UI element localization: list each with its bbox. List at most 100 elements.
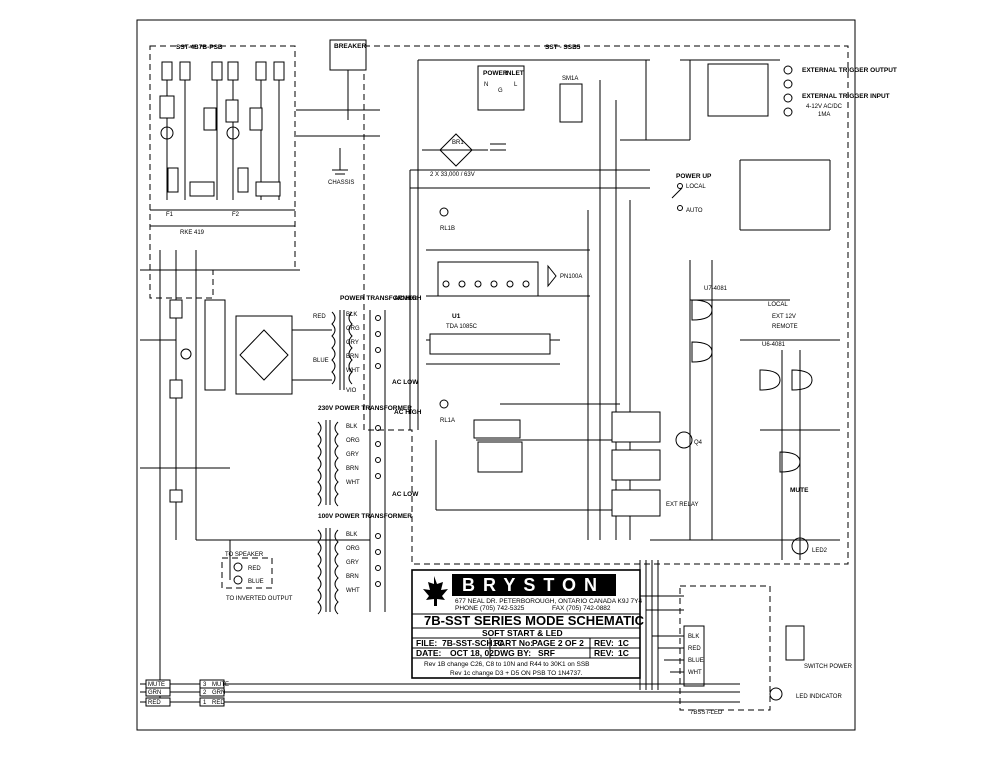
ac-high-label: AC HIGH xyxy=(394,295,422,302)
bottom-connectors: MUTE GRN RED MUTE GRN RED 3 2 1 xyxy=(140,679,740,707)
auto-label: AUTO xyxy=(686,208,703,214)
ssb-board-outline: SST - SSB5 xyxy=(363,44,849,565)
power-up-label: POWER UP xyxy=(676,173,712,180)
speaker-terminals: RED BLUE TO SPEAKER TO INVERTED OUTPUT xyxy=(221,552,293,602)
tap-gry-2: GRY xyxy=(346,452,359,458)
date-label: DATE: xyxy=(416,648,442,658)
power-inlet: POWER INLET N G L SM1A xyxy=(477,65,583,123)
dwg-label: DWG BY: xyxy=(494,648,531,658)
relay-rl1: RL1B RL1A PN100A xyxy=(439,207,582,439)
psb-board-label: SST-4B7B-PSB xyxy=(176,44,223,51)
u1-part: TDA 1085C xyxy=(446,324,478,330)
tap-vio-1: VIO xyxy=(346,388,357,394)
part-value: PAGE 2 OF 2 xyxy=(532,638,584,648)
caps-main-label: 2 X 33,000 / 63V xyxy=(430,172,475,178)
j-red-left: RED xyxy=(148,700,161,706)
j4-pin2: RED xyxy=(688,646,701,652)
j-red-right: RED xyxy=(212,700,225,706)
tap-switch-contacts xyxy=(369,310,386,612)
tx1-blue-label: BLUE xyxy=(313,358,329,364)
title-block: BRYSTON 677 NEAL DR. PETERBOROUGH, ONTAR… xyxy=(411,569,645,679)
date-value: OCT 18, 02 xyxy=(450,648,494,658)
j-mute-right: MUTE xyxy=(212,682,229,688)
inlet-g: G xyxy=(498,88,503,94)
tap-brn-2: BRN xyxy=(346,466,359,472)
rl1a-label: RL1A xyxy=(440,418,455,424)
power-label: POWER xyxy=(483,70,508,77)
dwg-value: SRF xyxy=(538,648,555,658)
rev-value-2: 1C xyxy=(618,648,629,658)
power-up-switch: POWER UP LOCAL AUTO LOCAL EXT 12V REMOTE xyxy=(671,173,798,330)
tap-org-2: ORG xyxy=(346,438,360,444)
drawing-subtitle: SOFT START & LED xyxy=(482,628,563,638)
company-logo-text: BRYSTON xyxy=(462,575,605,595)
to-inverted-output-label: TO INVERTED OUTPUT xyxy=(226,596,293,602)
tap-blk-3: BLK xyxy=(346,532,357,538)
fuse-f2-label: F2 xyxy=(232,212,240,218)
power-transformer-main: POWER TRANSFORMER AC HIGH AC LOW RED BLU… xyxy=(313,295,422,390)
led2-label: LED2 xyxy=(812,548,828,554)
local-label-2: LOCAL xyxy=(768,302,788,308)
company-fax: FAX (705) 742-0882 xyxy=(552,605,611,612)
main-bridge-br1: BR1 2 X 33,000 / 63V xyxy=(422,133,506,178)
power-transformer-label: POWER TRANSFORMER xyxy=(340,295,417,302)
tap-wht-3: WHT xyxy=(346,588,360,594)
drawing-title: 7B-SST SERIES MODE SCHEMATIC xyxy=(424,613,645,628)
psb-regulators: RKE 419 F1 F2 xyxy=(150,61,295,236)
j-grn-left: GRN xyxy=(148,690,161,696)
bridge-rectifier xyxy=(235,315,332,395)
rke-label: RKE 419 xyxy=(180,230,205,236)
inlet-n: N xyxy=(484,82,488,88)
inlet-l: L xyxy=(514,82,518,88)
ssb-board-label: SST - SSB5 xyxy=(545,44,581,51)
rev-label: REV: xyxy=(594,638,614,648)
spk-red-label: RED xyxy=(248,566,261,572)
tap-labels-1: BLK ORG GRY BRN WHT VIO xyxy=(346,312,360,394)
chassis-label: CHASSIS xyxy=(328,180,354,186)
rev-value: 1C xyxy=(618,638,629,648)
q1-label: PN100A xyxy=(560,274,582,280)
j-grn-right: GRN xyxy=(212,690,225,696)
local-label: LOCAL xyxy=(686,184,706,190)
trigger-range-label: 4-12V AC/DC xyxy=(806,104,843,110)
j-pin2: 2 xyxy=(203,690,207,696)
j-pin1: 1 xyxy=(203,700,207,706)
inlet-label: INLET xyxy=(505,70,524,77)
u6-label: U6-4081 xyxy=(762,342,786,348)
sheet-border xyxy=(136,19,856,731)
tap-blk-1: BLK xyxy=(346,312,357,318)
j4-pin3: BLUE xyxy=(688,658,704,664)
trigger-current-label: 1MA xyxy=(818,112,830,118)
tap-blk-2: BLK xyxy=(346,424,357,430)
ext-trigger-input-label: EXTERNAL TRIGGER INPUT xyxy=(802,93,890,100)
ac-low-label: AC LOW xyxy=(392,379,419,386)
ac-high-label-2: AC HIGH xyxy=(394,409,422,416)
t100-label: 100V POWER TRANSFORMER xyxy=(318,513,412,520)
left-bus xyxy=(140,250,370,700)
led-indicator-label: LED INDICATOR xyxy=(796,694,842,700)
to-speaker-label: TO SPEAKER xyxy=(225,552,264,558)
breaker: BREAKER CHASSIS xyxy=(296,39,380,186)
j4-pin4: WHT xyxy=(688,670,702,676)
rev-note-2: Rev 1c change D3 + D5 ON PSB TO 1N4737. xyxy=(450,670,583,677)
tap-wht-1: WHT xyxy=(346,368,360,374)
spk-blue-label: BLUE xyxy=(248,579,264,585)
fuse-f1-label: F1 xyxy=(166,212,174,218)
mute-label: MUTE xyxy=(790,487,809,494)
ext12v-label: EXT 12V xyxy=(772,314,796,320)
tap-gry-3: GRY xyxy=(346,560,359,566)
j4-pin1: BLK xyxy=(688,634,699,640)
remote-label: REMOTE xyxy=(772,324,798,330)
part-label: PART No: xyxy=(494,638,533,648)
bryston-logo-bar xyxy=(452,574,616,596)
company-address: 677 NEAL DR. PETERBOROUGH, ONTARIO CANAD… xyxy=(455,598,642,605)
tap-brn-3: BRN xyxy=(346,574,359,580)
j-pin3: 3 xyxy=(203,682,207,688)
tx1-red-label: RED xyxy=(313,314,326,320)
switch-power-label: SWITCH POWER xyxy=(804,664,853,670)
q4-label: Q4 xyxy=(694,440,703,446)
tap-org-3: ORG xyxy=(346,546,360,552)
tap-labels-3: BLK ORG GRY BRN WHT xyxy=(346,532,360,594)
rev-label-2: REV: xyxy=(594,648,614,658)
